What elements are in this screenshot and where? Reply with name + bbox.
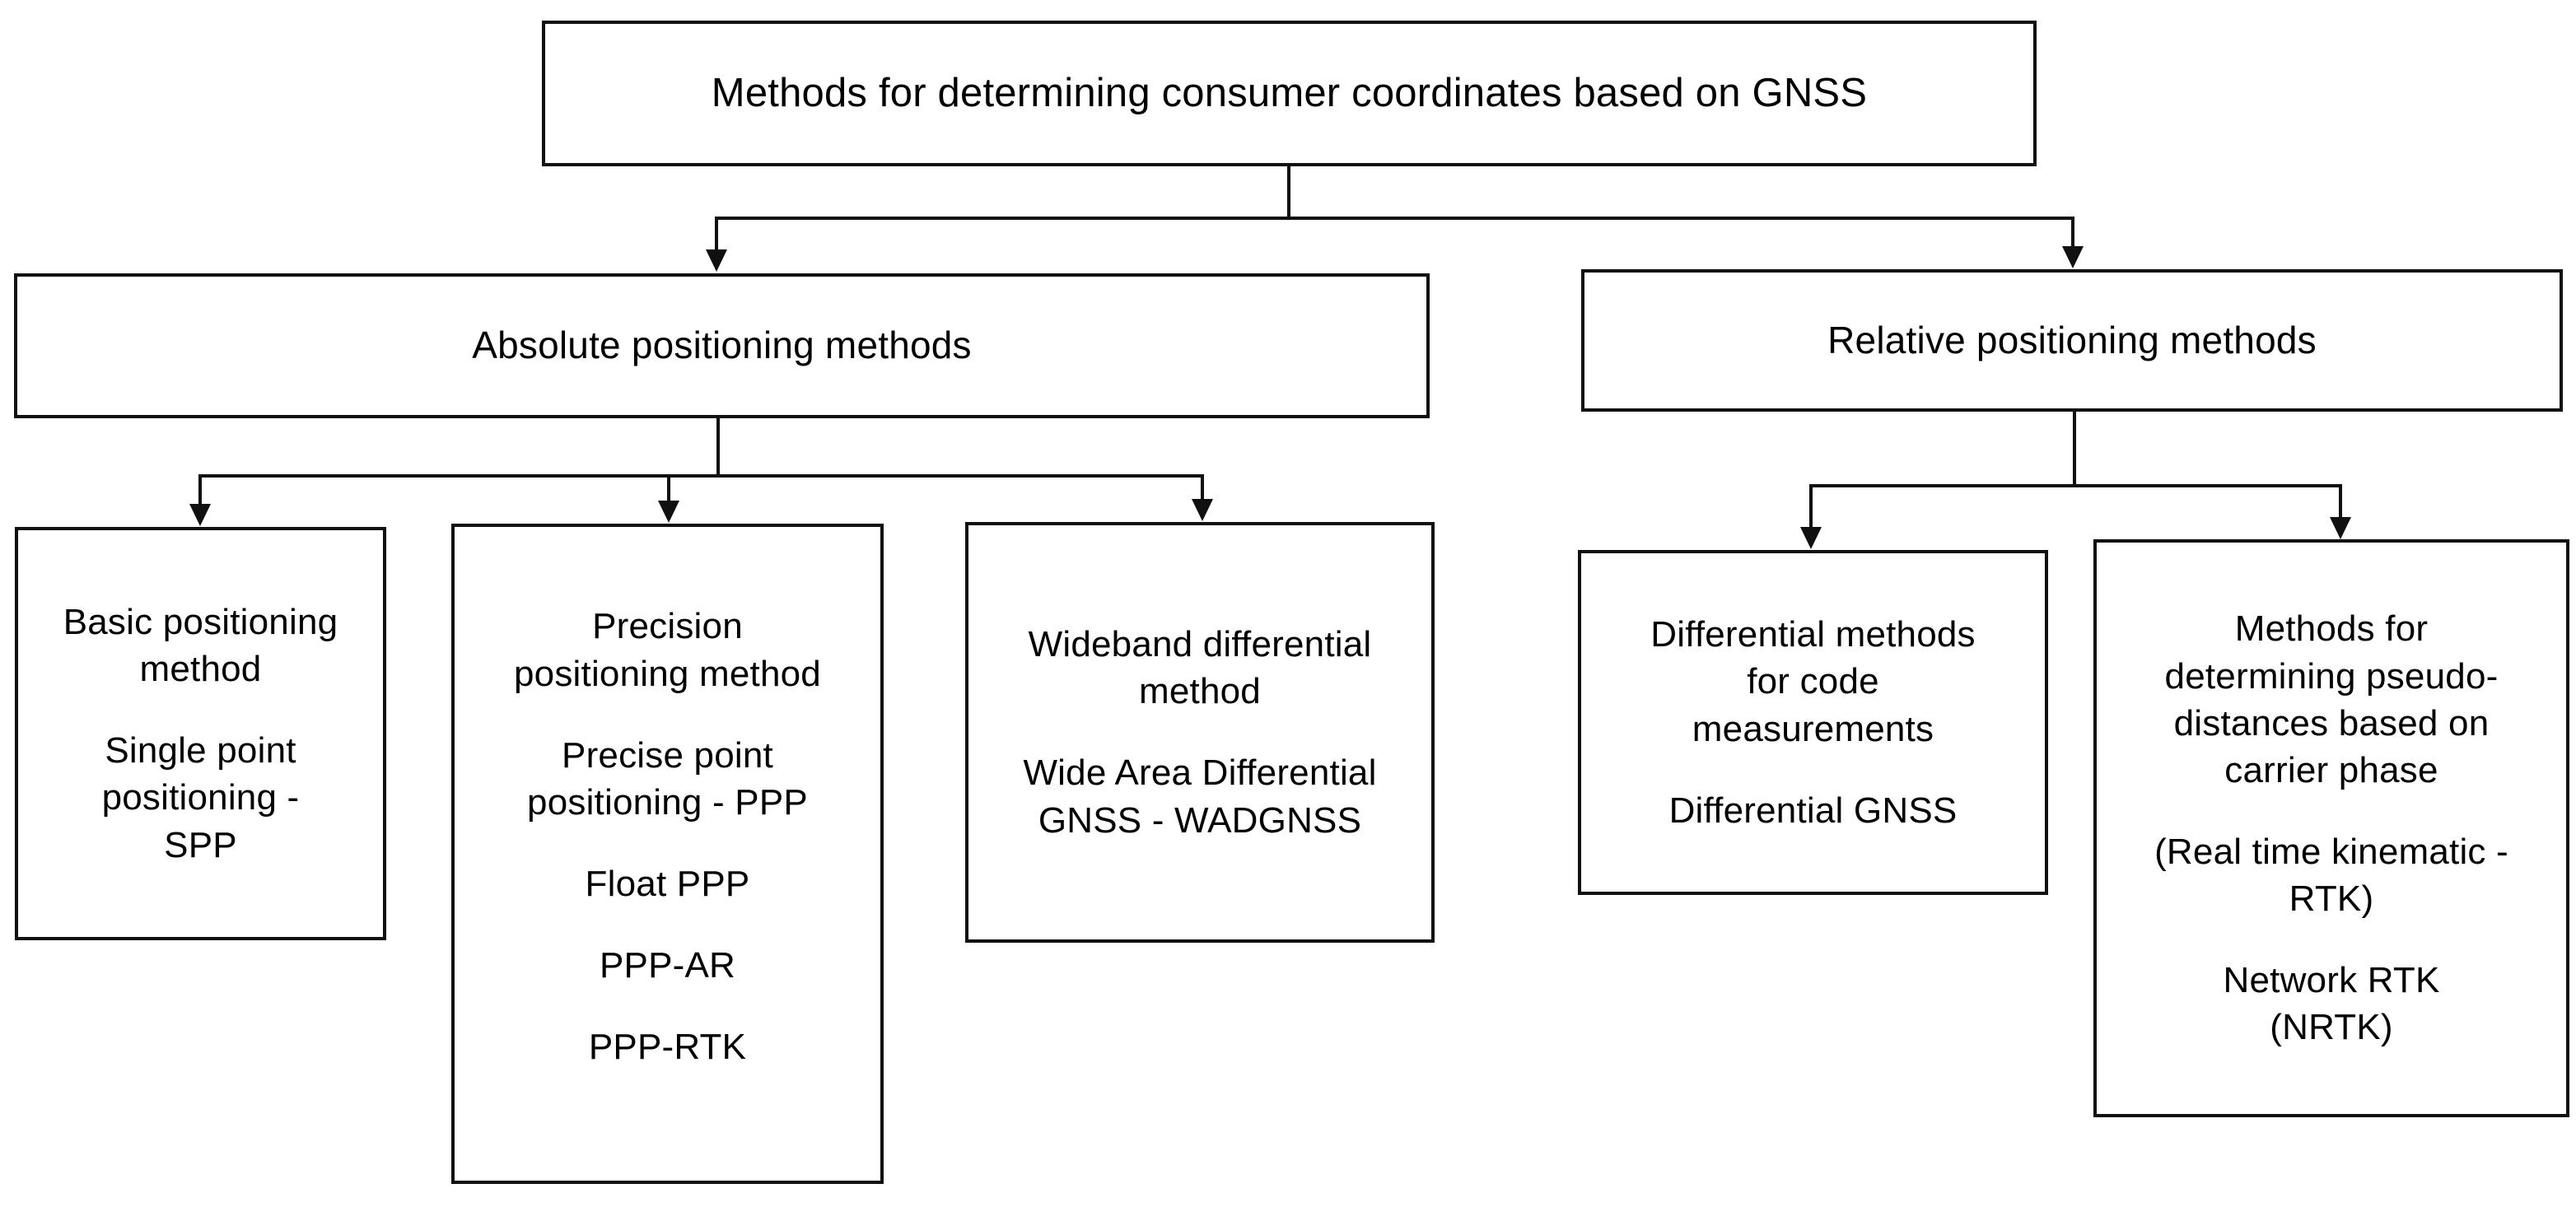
leaf5-item2-line2: (NRTK): [2270, 1007, 2393, 1048]
leaf3-heading-line1: Wideband differential: [1028, 624, 1372, 665]
leaf1-item-line1: Single point: [105, 730, 296, 771]
connector-to-leaf5: [2339, 484, 2342, 519]
node-precision-positioning-method: Precision positioning method Precise poi…: [451, 524, 884, 1184]
leaf5-heading-line2: determining pseudo-: [2164, 655, 2499, 697]
leaf4-heading-line3: measurements: [1692, 708, 1934, 749]
leaf2-item1-line2: positioning - PPP: [527, 781, 808, 823]
connector-relative-bus: [1810, 484, 2342, 487]
leaf2-item4: PPP-RTK: [588, 1026, 747, 1067]
leaf4-heading-line2: for code: [1747, 661, 1879, 702]
node-relative-label: Relative positioning methods: [1827, 318, 2317, 361]
node-wideband-differential-method: Wideband differential method Wide Area D…: [965, 522, 1435, 943]
leaf2-item2: Float PPP: [585, 863, 750, 904]
node-differential-methods-code-measurements: Differential methods for code measuremen…: [1578, 550, 2048, 895]
leaf1-item-line2: positioning -: [101, 777, 300, 818]
arrowhead-to-leaf5: [2330, 517, 2351, 539]
leaf5-heading-line3: distances based on: [2173, 702, 2490, 743]
leaf3-item-line1: Wide Area Differential: [1023, 753, 1377, 794]
leaf3-item-line2: GNSS - WADGNSS: [1038, 799, 1362, 841]
node-relative-positioning-methods: Relative positioning methods: [1581, 269, 2563, 412]
connector-level2-bus: [716, 217, 2074, 220]
leaf4-item: Differential GNSS: [1668, 790, 1958, 831]
arrowhead-to-absolute: [706, 249, 727, 272]
node-root-label: Methods for determining consumer coordin…: [711, 70, 1868, 115]
arrowhead-to-leaf1: [189, 504, 211, 526]
connector-to-leaf4: [1809, 484, 1813, 529]
leaf5-heading-line4: carrier phase: [2224, 750, 2438, 791]
connector-to-leaf1: [198, 474, 202, 506]
connector-to-relative: [2071, 217, 2074, 248]
node-root: Methods for determining consumer coordin…: [542, 21, 2037, 166]
arrowhead-to-leaf3: [1192, 499, 1213, 521]
leaf5-item1-line2: RTK): [2289, 878, 2374, 920]
leaf2-item3: PPP-AR: [599, 944, 736, 986]
node-basic-positioning-method: Basic positioning method Single point po…: [15, 527, 386, 940]
connector-relative-stem: [2073, 412, 2076, 486]
connector-absolute-bus: [199, 474, 1204, 478]
leaf5-item1-line1: (Real time kinematic -: [2154, 832, 2508, 872]
leaf2-heading-line2: positioning method: [514, 653, 821, 694]
node-absolute-label: Absolute positioning methods: [472, 324, 972, 367]
leaf1-heading-line2: method: [139, 649, 262, 690]
leaf5-item2-line1: Network RTK: [2223, 960, 2440, 1001]
arrowhead-to-relative: [2062, 246, 2084, 268]
leaf4-heading-line1: Differential methods: [1650, 614, 1976, 655]
arrowhead-to-leaf2: [658, 501, 679, 523]
leaf2-item1-line1: Precise point: [562, 734, 773, 776]
connector-to-leaf2: [667, 474, 670, 502]
connector-to-leaf3: [1201, 474, 1204, 501]
leaf5-heading-line1: Methods for: [2234, 608, 2429, 650]
arrowhead-to-leaf4: [1800, 527, 1822, 549]
node-pseudo-distances-carrier-phase: Methods for determining pseudo- distance…: [2093, 539, 2569, 1117]
leaf2-heading-line1: Precision: [592, 606, 743, 647]
connector-root-stem: [1287, 166, 1290, 220]
node-absolute-positioning-methods: Absolute positioning methods: [14, 273, 1430, 418]
leaf1-heading-line1: Basic positioning: [63, 602, 338, 643]
connector-to-absolute: [715, 217, 718, 251]
connector-absolute-stem: [716, 418, 720, 478]
leaf3-heading-line2: method: [1139, 671, 1261, 712]
leaf1-item-line3: SPP: [164, 824, 237, 865]
